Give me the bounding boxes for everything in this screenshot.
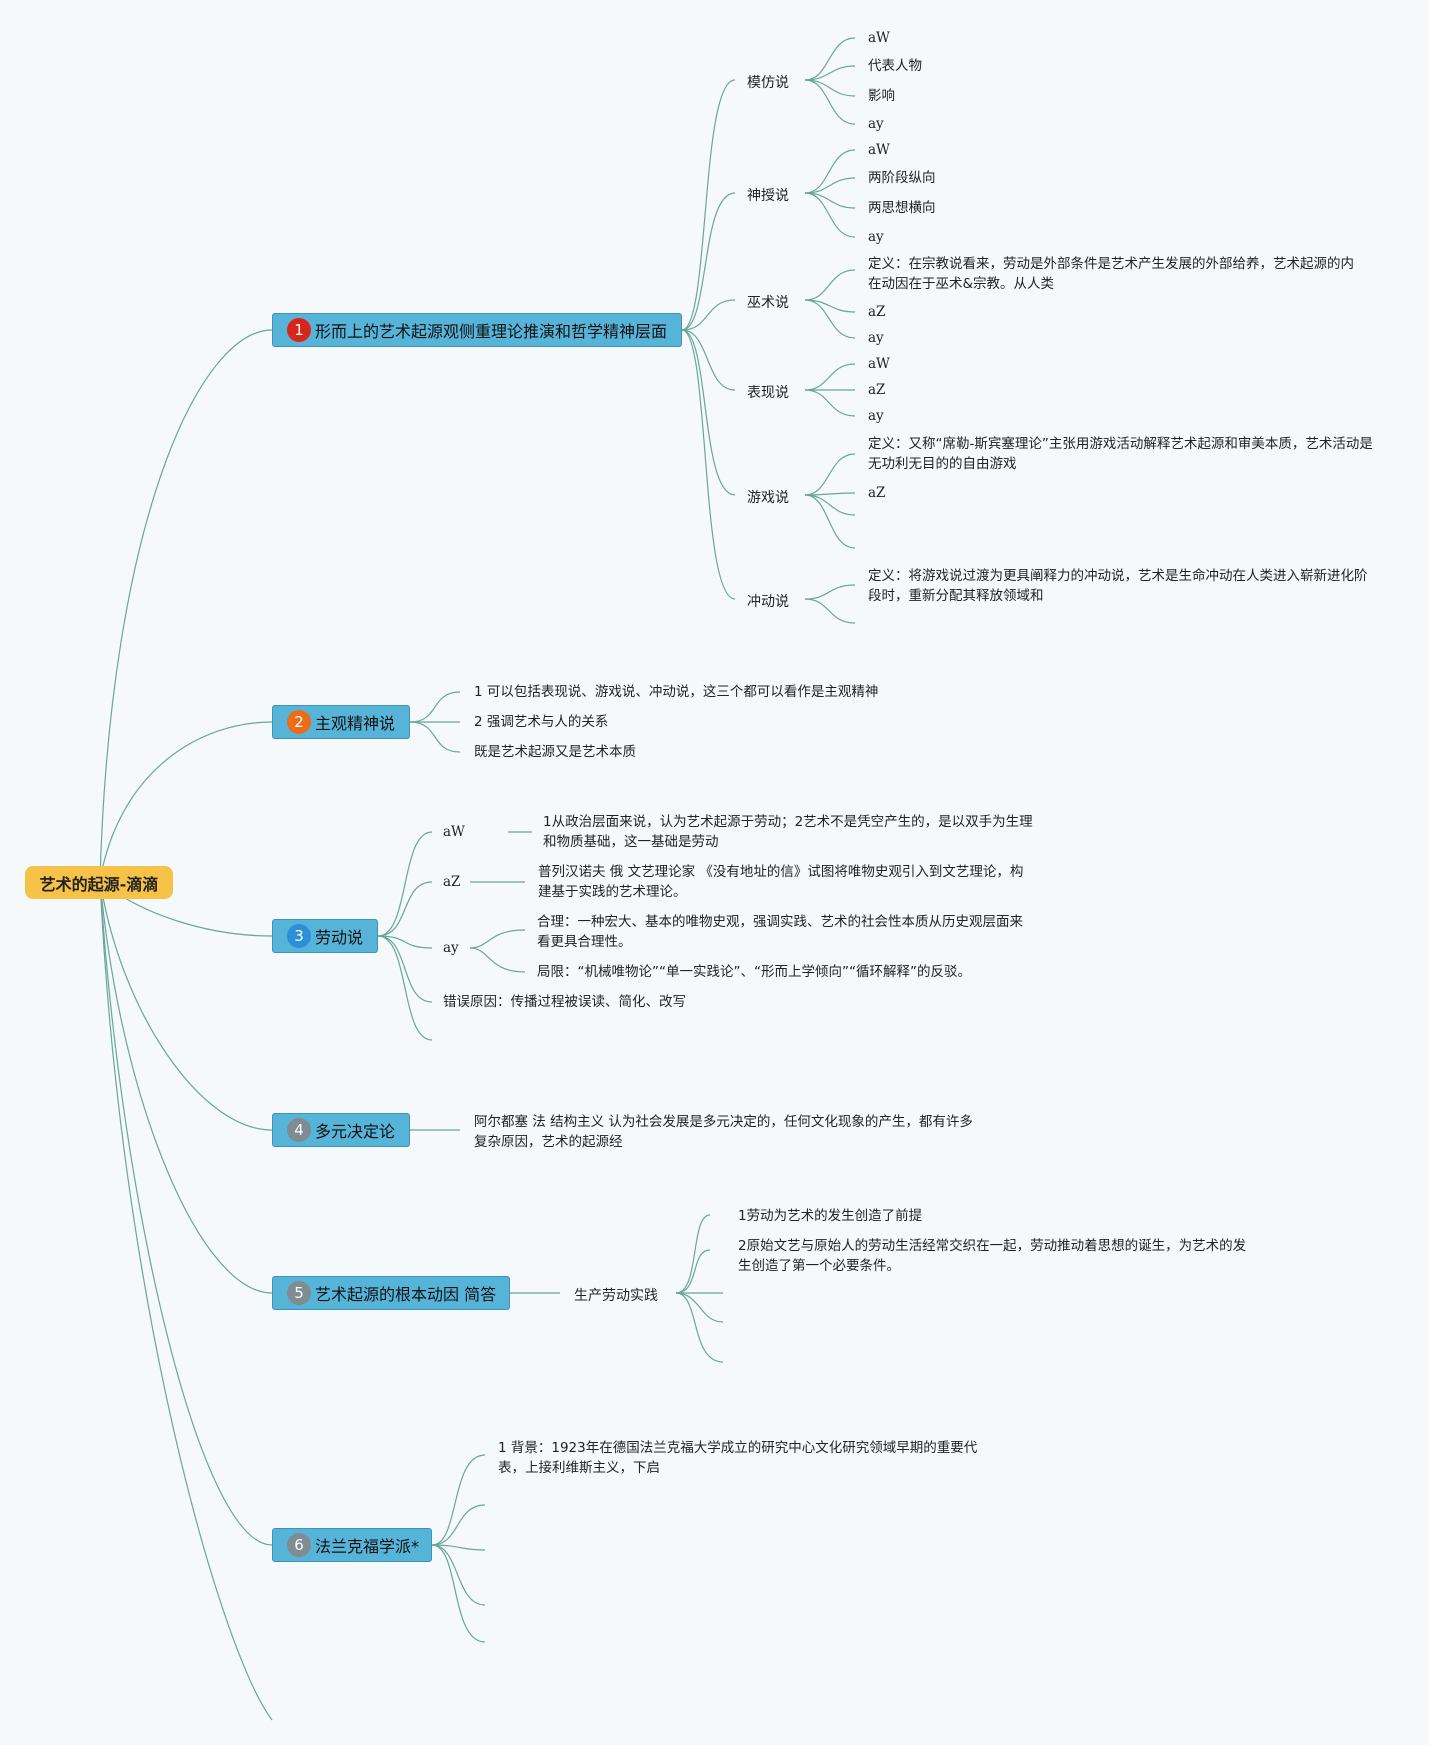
sub-impulse-theory[interactable]: 冲动说 [747, 594, 789, 610]
sub-item[interactable]: aZ [443, 874, 461, 890]
leaf-item[interactable]: 代表人物 [868, 58, 922, 74]
leaf-item[interactable]: 两思想横向 [868, 200, 936, 216]
leaf-item[interactable]: 普列汉诺夫 俄 文艺理论家 《没有地址的信》试图将唯物史观引入到文艺理论，构建基… [538, 864, 1024, 900]
leaf-item[interactable]: aZ [868, 485, 886, 501]
sub-production-labor[interactable]: 生产劳动实践 [574, 1288, 658, 1304]
leaf-item[interactable]: 影响 [868, 88, 895, 104]
leaf-item[interactable]: 1从政治层面来说，认为艺术起源于劳动；2艺术不是凭空产生的，是以双手为生理和物质… [543, 814, 1033, 850]
root-topic[interactable]: 艺术的起源-滴滴 [25, 866, 173, 899]
leaf-item[interactable]: ay [868, 408, 884, 424]
leaf-definition[interactable]: 定义：将游戏说过渡为更具阐释力的冲动说，艺术是生命冲动在人类进入崭新进化阶段时，… [868, 568, 1368, 604]
sub-item[interactable]: 错误原因：传播过程被误读、简化、改写 [443, 994, 686, 1010]
leaf-item[interactable]: aW [868, 356, 890, 372]
sub-item[interactable]: aW [443, 824, 465, 840]
leaf-item[interactable]: 两阶段纵向 [868, 170, 936, 186]
branch-4-overdetermination[interactable]: 4 多元决定论 [272, 1113, 410, 1147]
branch-2-subjective-spirit[interactable]: 2 主观精神说 [272, 705, 410, 739]
leaf-item[interactable]: 阿尔都塞 法 结构主义 认为社会发展是多元决定的，任何文化现象的产生，都有许多复… [474, 1114, 973, 1150]
leaf-item[interactable]: 2原始文艺与原始人的劳动生活经常交织在一起，劳动推动着思想的诞生，为艺术的发生创… [738, 1238, 1247, 1274]
sub-divine-theory[interactable]: 神授说 [747, 188, 789, 204]
branch-label: 艺术起源的根本动因 简答 [315, 1285, 497, 1304]
branch-label: 法兰克福学派* [315, 1537, 420, 1556]
sub-play-theory[interactable]: 游戏说 [747, 490, 789, 506]
branch-label: 多元决定论 [315, 1122, 396, 1141]
leaf-item[interactable]: 1劳动为艺术的发生创造了前提 [738, 1208, 923, 1224]
sub-imitation-theory[interactable]: 模仿说 [747, 75, 789, 91]
sub-item[interactable]: ay [443, 940, 459, 956]
branch-3-labor-theory[interactable]: 3 劳动说 [272, 919, 378, 953]
priority-6-icon: 6 [287, 1533, 311, 1557]
leaf-item[interactable]: 局限：“机械唯物论”“单一实践论”、“形而上学倾向”“循环解释”的反驳。 [537, 964, 971, 980]
priority-2-icon: 2 [287, 710, 311, 734]
priority-5-icon: 5 [287, 1281, 311, 1305]
priority-3-icon: 3 [287, 924, 311, 948]
leaf-definition[interactable]: 定义：又称“席勒-斯宾塞理论”主张用游戏活动解释艺术起源和审美本质，艺术活动是无… [868, 436, 1373, 472]
branch-label: 形而上的艺术起源观侧重理论推演和哲学精神层面 [315, 322, 668, 341]
leaf-item[interactable]: 合理：一种宏大、基本的唯物史观，强调实践、艺术的社会性本质从历史观层面来看更具合… [537, 914, 1023, 950]
sub-expression-theory[interactable]: 表现说 [747, 385, 789, 401]
sub-witchcraft-theory[interactable]: 巫术说 [747, 295, 789, 311]
leaf-item[interactable]: 既是艺术起源又是艺术本质 [474, 744, 636, 760]
branch-5-fundamental-cause[interactable]: 5 艺术起源的根本动因 简答 [272, 1276, 510, 1310]
branch-1-metaphysical-origin[interactable]: 1 形而上的艺术起源观侧重理论推演和哲学精神层面 [272, 313, 682, 347]
leaf-item[interactable]: aZ [868, 382, 886, 398]
branch-label: 主观精神说 [315, 714, 396, 733]
leaf-item[interactable]: ay [868, 330, 884, 346]
leaf-item[interactable]: ay [868, 229, 884, 245]
leaf-definition[interactable]: 定义：在宗教说看来，劳动是外部条件是艺术产生发展的外部给养，艺术起源的内在动因在… [868, 256, 1354, 292]
leaf-item[interactable]: aW [868, 142, 890, 158]
leaf-item[interactable]: ay [868, 116, 884, 132]
leaf-item[interactable]: 1 可以包括表现说、游戏说、冲动说，这三个都可以看作是主观精神 [474, 684, 879, 700]
priority-4-icon: 4 [287, 1118, 311, 1142]
leaf-item[interactable]: 1 背景：1923年在德国法兰克福大学成立的研究中心文化研究领域早期的重要代表，… [498, 1440, 978, 1476]
leaf-item[interactable]: 2 强调艺术与人的关系 [474, 714, 609, 730]
branch-label: 劳动说 [315, 928, 364, 947]
leaf-item[interactable]: aZ [868, 304, 886, 320]
priority-1-icon: 1 [287, 318, 311, 342]
branch-6-frankfurt-school[interactable]: 6 法兰克福学派* [272, 1528, 432, 1562]
leaf-item[interactable]: aW [868, 30, 890, 46]
